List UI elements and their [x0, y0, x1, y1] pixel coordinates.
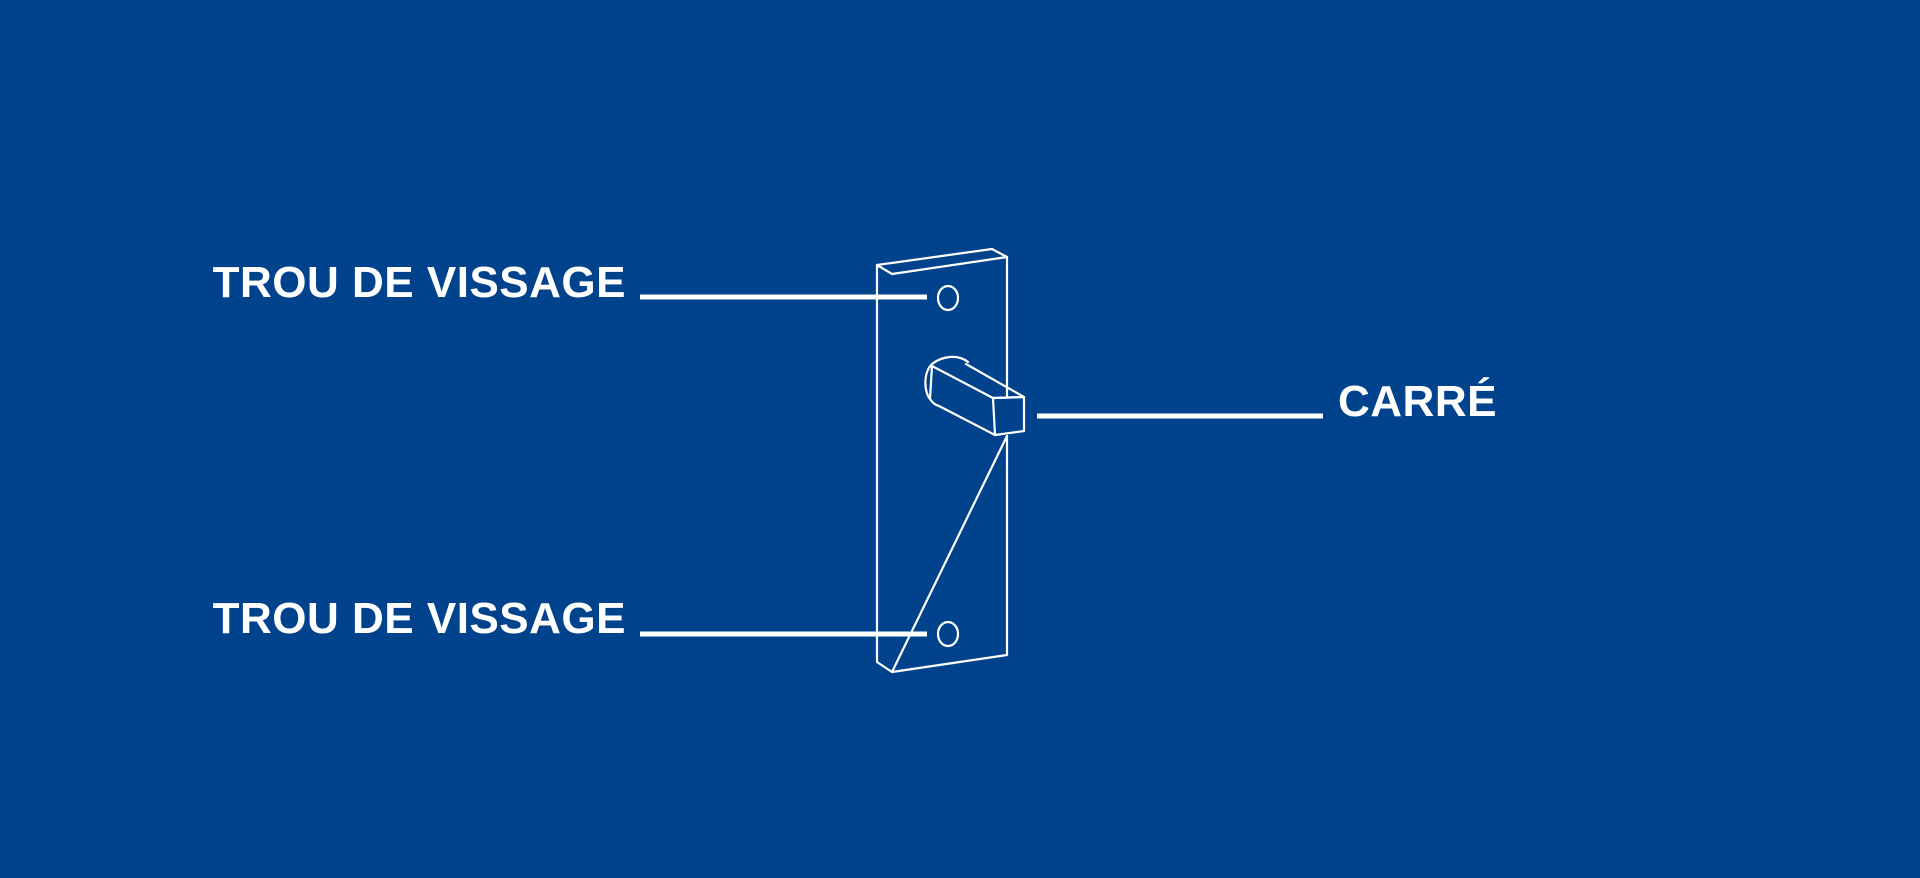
spindle-end-face [991, 395, 1026, 437]
square-spindle [924, 355, 1026, 437]
spindle-boss [924, 355, 970, 408]
top-hole-label: TROU DE VISSAGE [212, 258, 626, 307]
bottom-hole-label: TROU DE VISSAGE [212, 594, 626, 643]
square-label: CARRÉ [1338, 377, 1497, 426]
backplate-drawing [875, 247, 1009, 674]
backplate-side-edge [875, 263, 894, 674]
bottom-screw-hole [936, 620, 960, 648]
spindle-left-edge [928, 364, 934, 401]
spindle-top-face [930, 362, 1026, 400]
spindle-body [937, 404, 997, 437]
leader-lines [640, 294, 1323, 637]
backplate-front-face [890, 255, 1009, 674]
backplate-top-edge [875, 247, 1009, 267]
top-screw-hole [936, 284, 960, 312]
